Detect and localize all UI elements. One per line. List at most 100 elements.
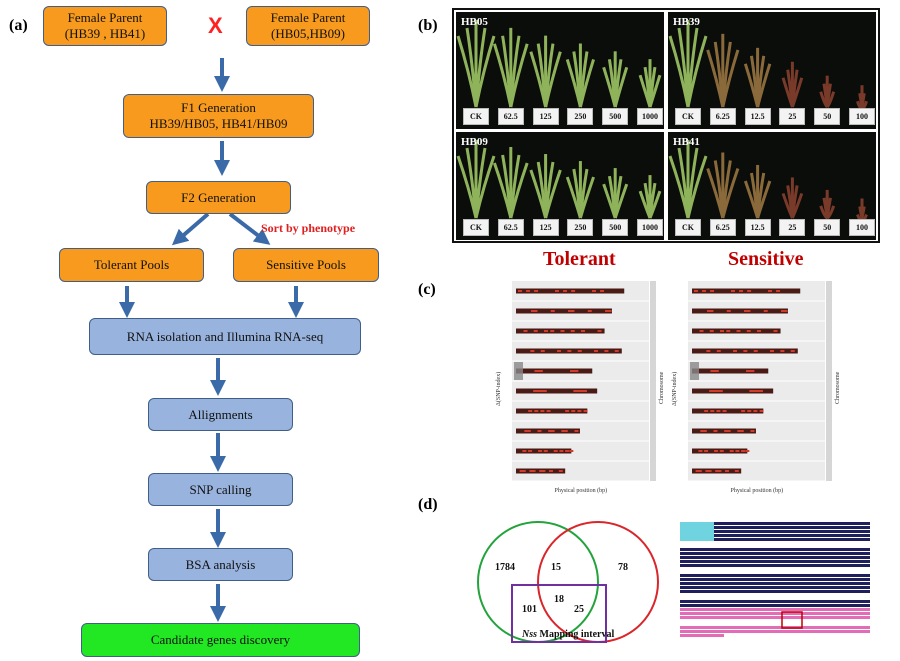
snp-point [720, 330, 724, 332]
snp-point [540, 350, 545, 352]
snp-point [531, 310, 535, 312]
snp-point [524, 430, 529, 432]
snp-point [522, 450, 527, 452]
photo-line-label: HB41 [673, 136, 700, 148]
snp-point [530, 350, 535, 352]
snp-point [538, 370, 543, 372]
plant-leaf [578, 59, 595, 108]
snp-point [739, 430, 744, 432]
chromosome-snp-band [692, 428, 756, 434]
snp-point [757, 330, 761, 332]
pot-label: 12.5 [744, 219, 771, 236]
chromosome-snp-band [516, 428, 580, 434]
alignment-block [680, 556, 870, 559]
snp-point [563, 430, 568, 432]
snp-point [526, 430, 531, 432]
chromosome-snp-band [516, 408, 588, 414]
snp-point [709, 330, 714, 332]
plant-leaf [860, 93, 866, 108]
rna-seq-label: RNA isolation and Illumina RNA-seq [126, 328, 324, 344]
snp-point [529, 470, 534, 472]
pot-label: 50 [814, 219, 841, 236]
candidate-region-highlight [514, 362, 523, 380]
snp-point [752, 390, 757, 392]
snp-point [550, 330, 555, 332]
plant-leaf [474, 35, 496, 108]
snp-point [763, 310, 768, 312]
sequence-alignment [680, 522, 870, 637]
snp-point [702, 290, 707, 292]
snp-point [695, 470, 700, 472]
snp-point [537, 430, 542, 432]
tolerant-pools-box: Tolerant Pools [59, 248, 204, 282]
alignments-label: Allignments [188, 406, 253, 422]
female-parent-left-line2: (HB39 , HB41) [64, 26, 146, 41]
alignment-block [680, 560, 870, 563]
alignment-block [680, 526, 870, 529]
snp-point [570, 310, 575, 312]
snp-point [557, 350, 561, 352]
snp-point [746, 310, 751, 312]
tolerant-pools-label: Tolerant Pools [93, 257, 170, 273]
snp-point [577, 410, 582, 412]
alignment-block [680, 530, 870, 533]
snp-point [541, 470, 546, 472]
pot-label: 62.5 [497, 108, 524, 125]
plant-silhouettes [456, 140, 662, 219]
chromosome-snp-band [516, 288, 625, 294]
panel-label-a: (a) [9, 17, 28, 34]
snp-point [710, 290, 715, 292]
snp-point [565, 410, 570, 412]
snp-index-chart [688, 281, 832, 482]
snp-point [790, 350, 795, 352]
snp-point [726, 330, 731, 332]
snp-point [770, 350, 774, 352]
pot-label: 6.25 [709, 219, 736, 236]
pot-label: 100 [849, 219, 875, 236]
snp-point [729, 450, 734, 452]
snp-point [739, 290, 744, 292]
bsa-analysis-label: BSA analysis [185, 556, 256, 572]
alignment-block [680, 590, 870, 593]
snp-point [749, 390, 754, 392]
snp-point [734, 470, 739, 472]
snp-point [750, 430, 755, 432]
snp-point [536, 390, 541, 392]
candidate-genes-box: Candidate genes discovery [81, 623, 360, 657]
alignment-highlight-box [781, 611, 803, 629]
pot-label: 25 [779, 108, 806, 125]
alignment-block [680, 604, 870, 607]
plant-leaf [509, 162, 529, 219]
snp-point [747, 410, 752, 412]
snp-index-plot-sensitive: Δ(SNP-index)Physical position (bp)Chromo… [670, 277, 843, 499]
snp-point [573, 390, 578, 392]
f2-generation-box: F2 Generation [146, 181, 291, 214]
plant-leaf [544, 51, 562, 108]
venn-only-right: 78 [618, 562, 628, 573]
snp-point [718, 390, 723, 392]
alignment-block [680, 634, 724, 637]
snp-calling-box: SNP calling [148, 473, 293, 506]
alignment-block [680, 600, 870, 603]
photo-line-label: HB05 [461, 16, 488, 28]
snp-point [697, 470, 702, 472]
female-parent-left-box: Female Parent (HB39 , HB41) [43, 6, 167, 46]
venn-only-left: 1784 [495, 562, 515, 573]
snp-point [604, 350, 609, 352]
snp-point [783, 310, 788, 312]
snp-point [741, 410, 746, 412]
snp-point [544, 330, 548, 332]
bsa-analysis-box: BSA analysis [148, 548, 293, 581]
venn-diagram: 1784 15 78 18 101 25 Nss Mapping interva… [477, 521, 659, 643]
alignment-block [680, 630, 870, 633]
pot-label: CK [463, 219, 489, 236]
plot-x-label: Physical position (bp) [730, 488, 784, 494]
snp-point [563, 290, 568, 292]
f1-line2: HB39/HB05, HB41/HB09 [149, 116, 288, 131]
plot-y-label: Δ(SNP-index) [496, 371, 502, 406]
chromosome-snp-band [692, 288, 801, 294]
snp-point [759, 410, 764, 412]
